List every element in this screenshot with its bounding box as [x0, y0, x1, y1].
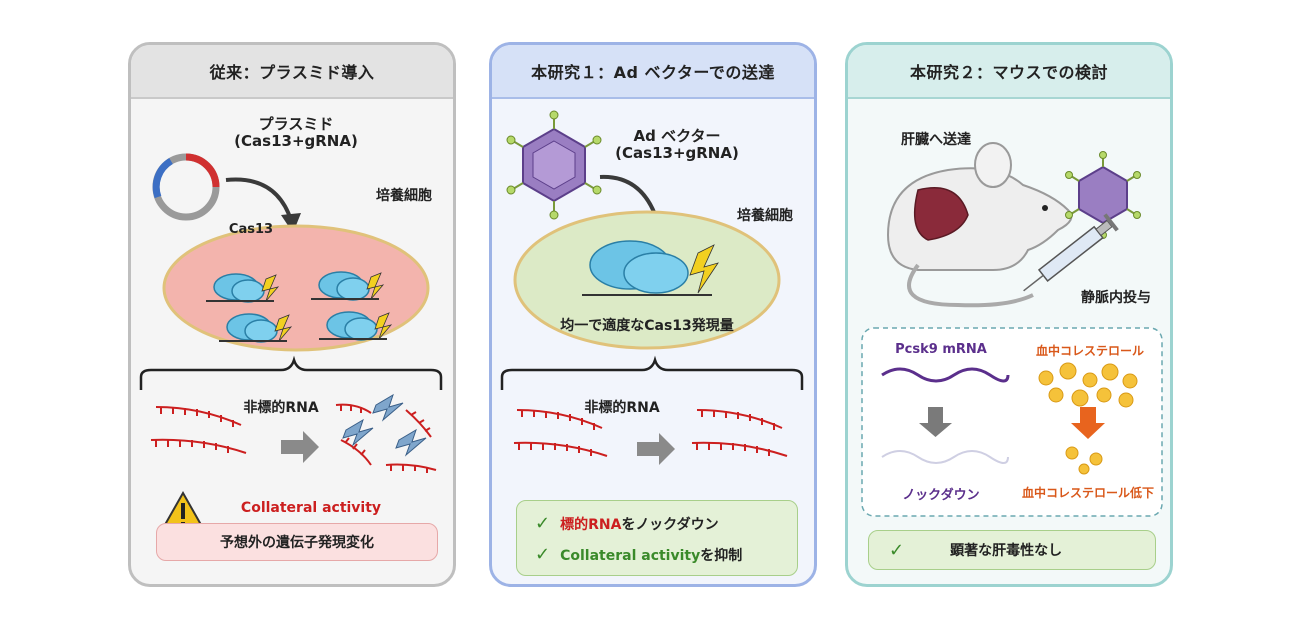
check-icon: ✓ [535, 513, 551, 534]
cells-label: 培養細胞 [737, 208, 793, 224]
result-2-highlight: Collateral activity [560, 548, 701, 564]
panel-conventional: 従来：プラスミド導入 [128, 42, 456, 587]
result-line-2: ✓ Collateral activityを抑制 [535, 540, 797, 571]
panel-title: 従来：プラスミド導入 [131, 45, 453, 99]
mrna-faded-wave-icon [881, 450, 1009, 464]
panel-mouse-illustration [861, 142, 1163, 517]
vector-label: Ad ベクター [633, 127, 721, 145]
lightning-icon [342, 393, 427, 457]
result-box: ✓ 標的RNAをノックダウン ✓ Collateral activityを抑制 [516, 500, 798, 576]
plasmid-icon [152, 153, 220, 221]
collateral-label: Collateral activity [240, 500, 382, 516]
knockdown-label: ノックダウン [902, 488, 980, 503]
result-box: 予想外の遺伝子発現変化 [156, 523, 438, 561]
arrow-right-icon [637, 433, 675, 465]
rna-fragment-icon [335, 403, 437, 473]
panel-ad-vector: 本研究１：Ad ベクターでの送達 [489, 42, 817, 587]
mouse-icon [886, 142, 1073, 308]
cholesterol-label: 血中コレステロール [1035, 344, 1144, 358]
expression-label: 均一で適度なCas13発現量 [560, 318, 734, 334]
bracket-icon [500, 355, 804, 390]
mrna-wave-icon [881, 367, 1010, 383]
bracket-icon [139, 355, 443, 390]
arrow-right-icon [281, 431, 319, 463]
panel-title: 本研究１：Ad ベクターでの送達 [492, 45, 814, 99]
cells-label: 培養細胞 [376, 188, 432, 204]
rna-strand-icon [150, 406, 247, 454]
result-box: ✓ 顕著な肝毒性なし [868, 530, 1156, 570]
cultured-cell [162, 224, 430, 352]
rna-label: 非標的RNA [584, 400, 660, 416]
check-icon: ✓ [535, 544, 551, 565]
cas13-protein-icon [206, 271, 393, 343]
result-1-text: をノックダウン [621, 517, 719, 533]
panel-ad-vector-illustration [500, 110, 804, 465]
rna-strand-icon [513, 409, 788, 457]
adenovirus-icon [506, 110, 602, 220]
result-text: 予想外の遺伝子発現変化 [220, 535, 374, 551]
delivery-arrow-icon [225, 177, 293, 221]
vector-sub-label: (Cas13+gRNA) [615, 144, 739, 162]
cas13-label: Cas13 [228, 222, 274, 237]
injection-label: 静脈内投与 [1081, 290, 1151, 306]
syringe-icon [1023, 213, 1119, 292]
panel-title: 本研究２：マウスでの検討 [848, 45, 1170, 99]
plasmid-sub-label: (Cas13+gRNA) [234, 132, 358, 150]
liver-label: 肝臓へ送達 [901, 132, 971, 148]
cas13-protein-icon [582, 240, 719, 296]
panel-mouse-study: 本研究２：マウスでの検討 [845, 42, 1173, 587]
result-text: 顕著な肝毒性なし [950, 543, 1063, 559]
arrow-down-icon [1071, 407, 1105, 439]
result-2-text: を抑制 [700, 548, 743, 564]
rna-label: 非標的RNA [243, 400, 319, 416]
cholesterol-down-label: 血中コレステロール低下 [1021, 486, 1154, 500]
mrna-label: Pcsk9 mRNA [895, 342, 987, 357]
arrow-down-icon [919, 407, 952, 437]
plasmid-label: プラスミド [258, 115, 334, 133]
result-1-highlight: 標的RNA [560, 517, 622, 533]
adenovirus-icon [1065, 151, 1141, 239]
check-icon: ✓ [889, 539, 905, 561]
result-line-1: ✓ 標的RNAをノックダウン [535, 509, 797, 540]
cholesterol-reduced-icon [1065, 446, 1103, 475]
cholesterol-particles-icon [1038, 362, 1138, 408]
panel-conventional-illustration [139, 153, 443, 531]
